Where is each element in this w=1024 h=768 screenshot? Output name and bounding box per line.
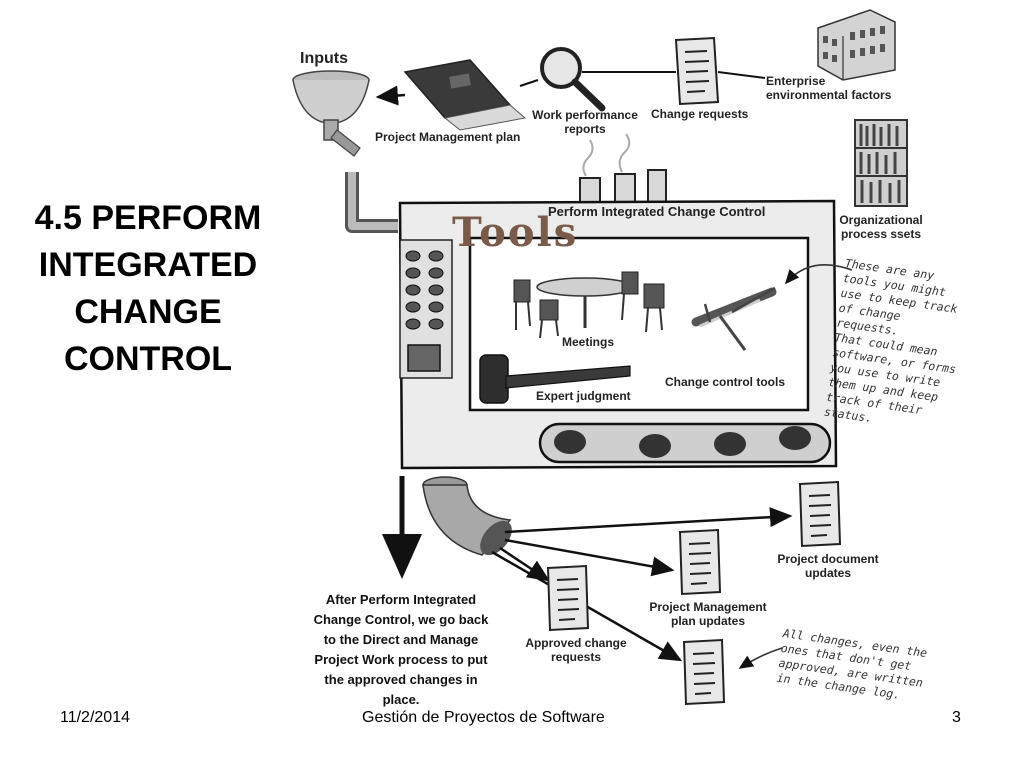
note-arrow bbox=[784, 263, 853, 285]
input-org-assets-label: Organizational process ssets bbox=[839, 213, 923, 241]
output-approved-requests-label: Approved change requests bbox=[525, 636, 627, 664]
output-chute-icon bbox=[422, 476, 512, 556]
footer-page-number: 3 bbox=[952, 709, 961, 726]
output-project-document-label: Project document updates bbox=[777, 552, 879, 580]
tool-change-control-label: Change control tools bbox=[665, 375, 785, 389]
tools-word-art: Tools bbox=[452, 209, 579, 256]
meeting-icon bbox=[513, 271, 665, 339]
after-process-note: After Perform Integrated Change Control,… bbox=[313, 592, 489, 707]
title-line: CHANGE bbox=[74, 293, 222, 331]
title-line: INTEGRATED bbox=[38, 246, 258, 284]
building-icon bbox=[817, 9, 896, 81]
input-change-requests-label: Change requests bbox=[651, 107, 749, 121]
output-arrow bbox=[499, 546, 551, 582]
output-pm-plan-updates-label: Project Management plan updates bbox=[649, 600, 767, 628]
footer-course: Gestión de Proyectos de Software bbox=[362, 709, 605, 726]
chimney-icon bbox=[579, 133, 667, 205]
document-icon bbox=[798, 480, 842, 548]
input-work-reports-label: Work performance reports bbox=[532, 108, 638, 136]
change-log-document-icon bbox=[682, 638, 726, 706]
output-arrow bbox=[504, 538, 675, 577]
control-panel bbox=[399, 239, 453, 379]
tool-meetings-label: Meetings bbox=[562, 335, 615, 349]
gavel-icon bbox=[479, 354, 631, 404]
reports-connector bbox=[519, 79, 539, 87]
output-arrow bbox=[504, 507, 793, 534]
footer-date: 11/2/2014 bbox=[60, 709, 130, 726]
process-title: Perform Integrated Change Control bbox=[548, 204, 766, 219]
input-pm-plan-label: Project Management plan bbox=[375, 130, 521, 144]
input-pipe bbox=[345, 172, 398, 233]
multi-tool-icon bbox=[691, 286, 777, 351]
input-enterprise-factors-label: Enterprise environmental factors bbox=[766, 74, 892, 102]
funnel-icon bbox=[292, 70, 370, 157]
conveyor-belt bbox=[538, 422, 832, 464]
inputs-heading: Inputs bbox=[300, 50, 348, 67]
title-line: 4.5 PERFORM bbox=[34, 199, 262, 237]
title-line: CONTROL bbox=[63, 340, 233, 378]
pm-plan-arrow bbox=[375, 85, 406, 106]
document-icon bbox=[546, 564, 590, 632]
document-icon bbox=[678, 528, 722, 596]
bookshelf-icon bbox=[854, 119, 908, 207]
slide-title: 4.5 PERFORM INTEGRATED CHANGE CONTROL bbox=[12, 195, 284, 383]
tool-expert-judgment-label: Expert judgment bbox=[536, 389, 631, 403]
enterprise-connector bbox=[717, 71, 766, 79]
tools-note: These are any tools you might use to kee… bbox=[823, 256, 959, 426]
magnifier-icon bbox=[540, 47, 606, 112]
binder-icon bbox=[403, 59, 527, 131]
log-note-arrow bbox=[738, 647, 783, 669]
document-icon bbox=[674, 36, 720, 106]
